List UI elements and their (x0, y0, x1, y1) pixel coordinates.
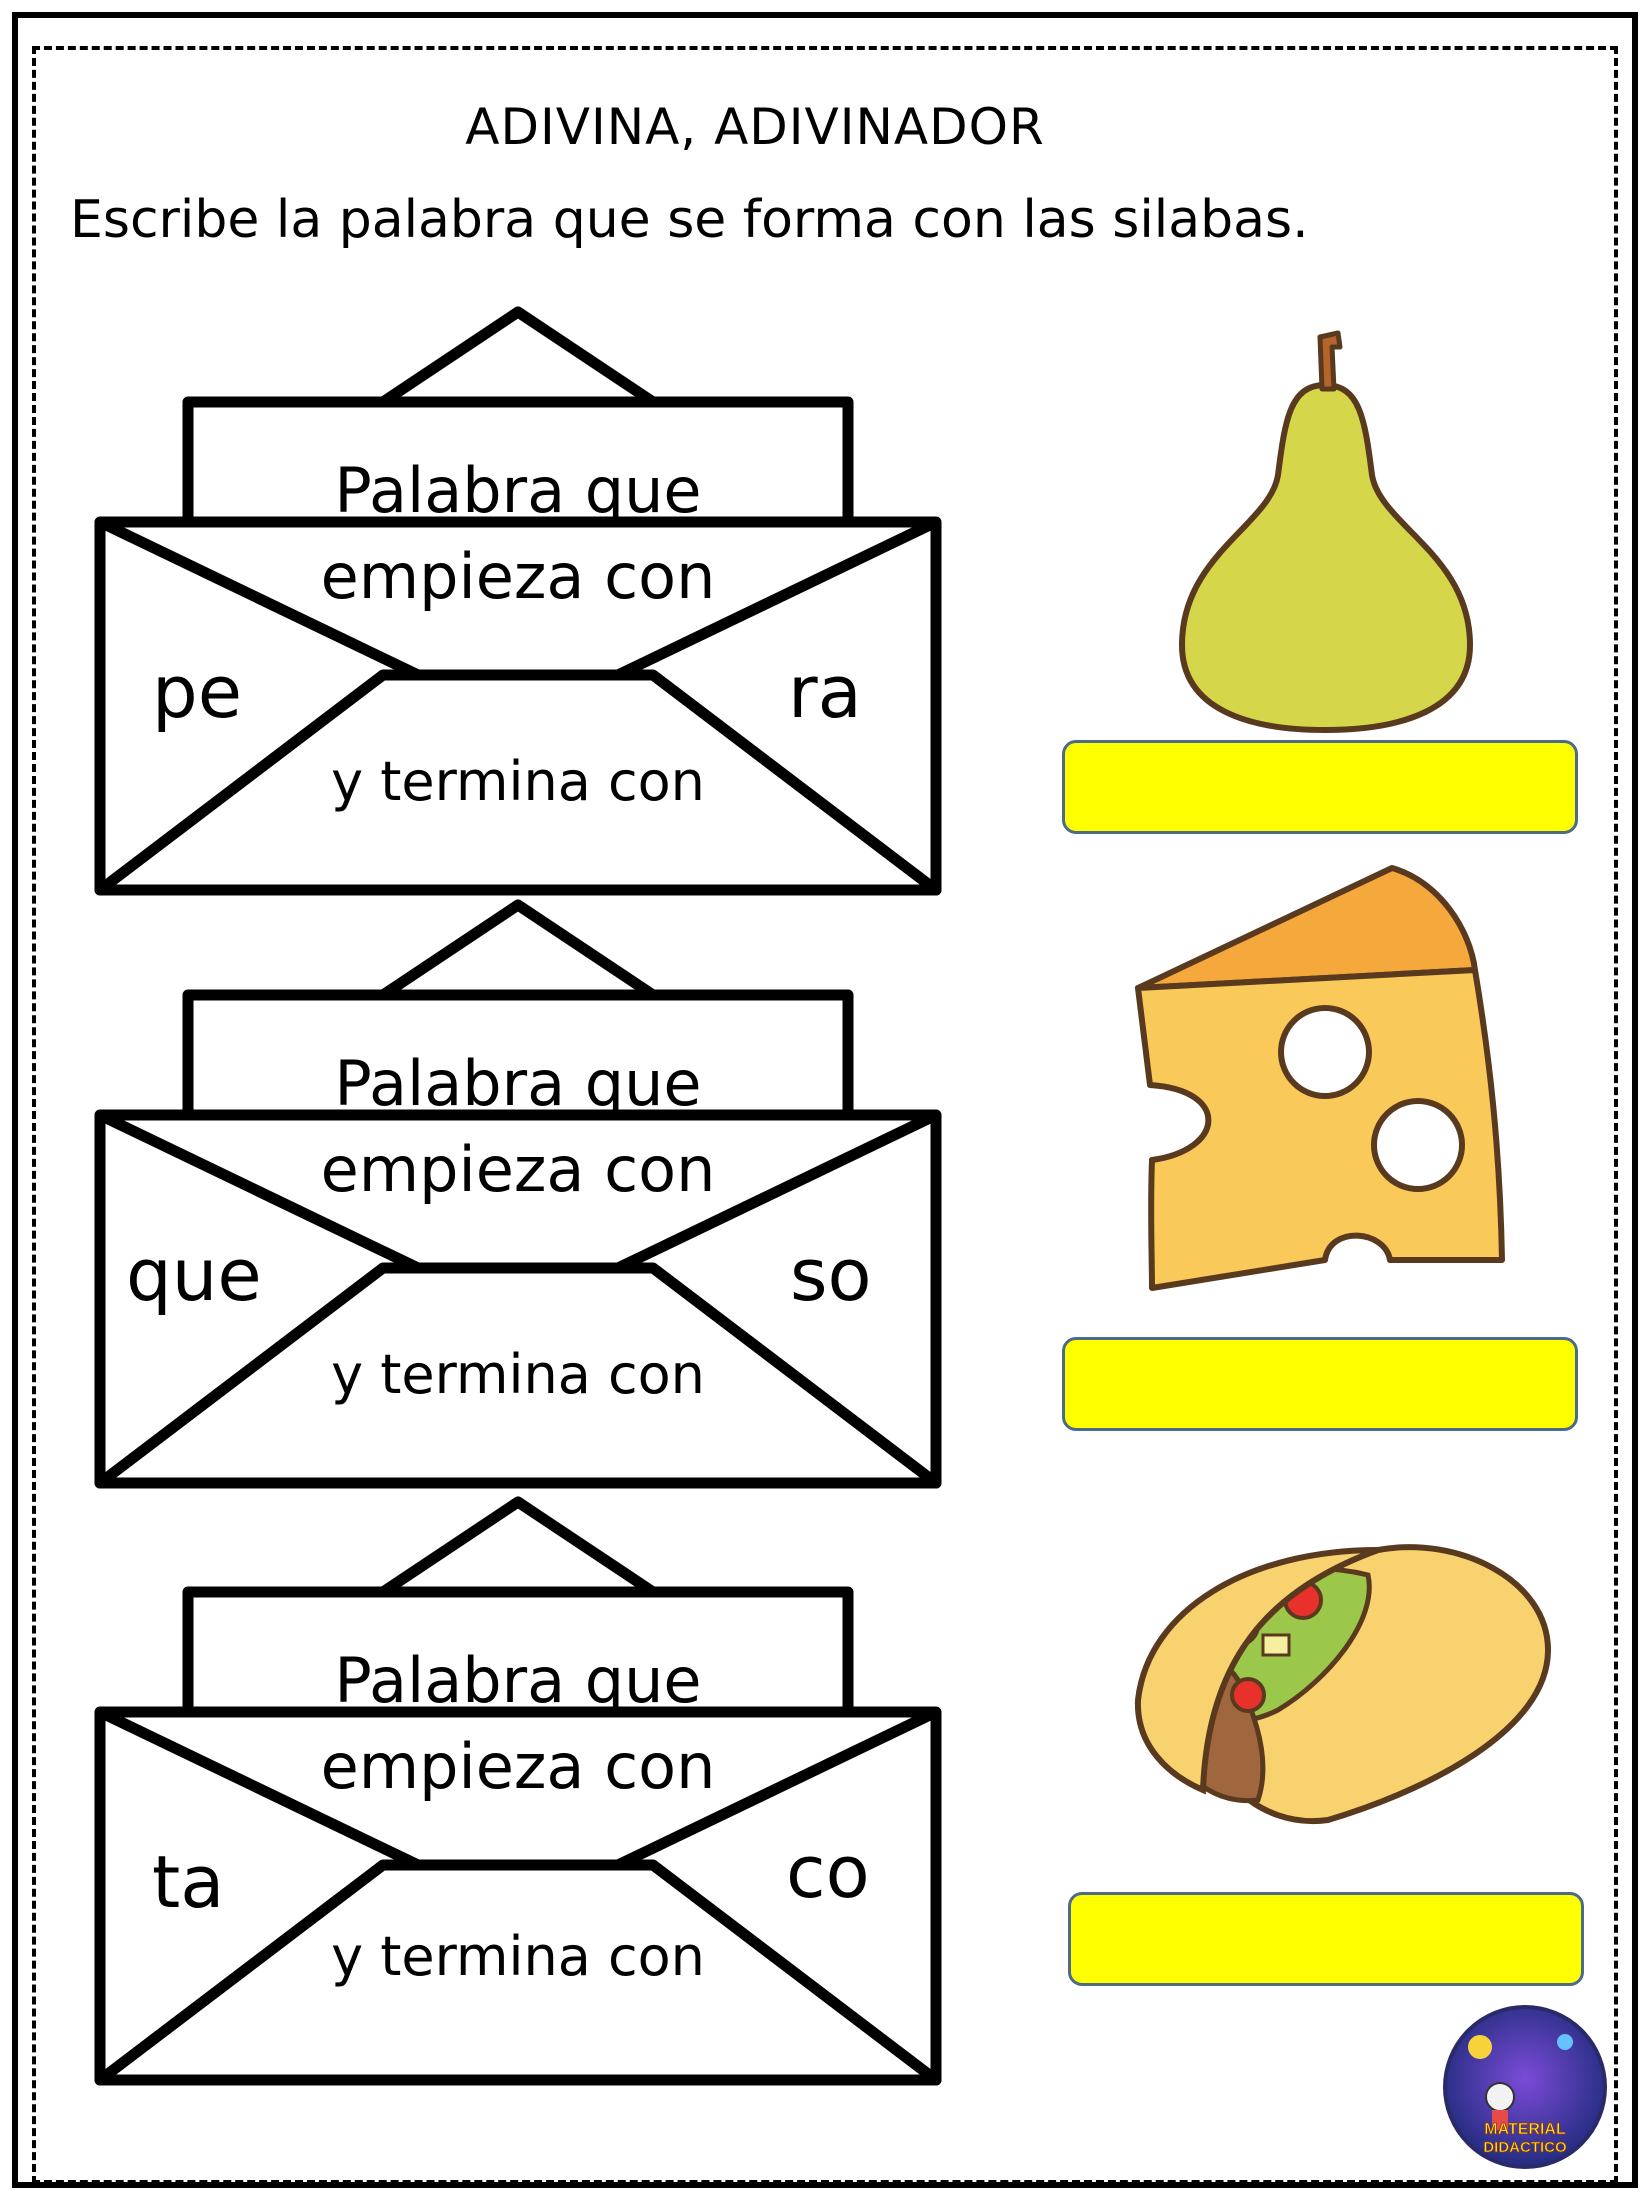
start-syllable: ta (152, 1840, 225, 1924)
envelope-card-2: Palabra que empieza con que so y termina… (88, 893, 948, 1493)
worksheet-title: ADIVINA, ADIVINADOR (465, 98, 1045, 156)
letter-line-1: Palabra que (334, 1644, 702, 1717)
end-syllable: co (786, 1830, 870, 1914)
envelope-card-3: Palabra que empieza con ta co y termina … (88, 1490, 948, 2090)
taco-icon (1128, 1530, 1558, 1834)
end-syllable: so (790, 1233, 872, 1317)
cheese-icon (1130, 860, 1550, 1304)
envelope-icon (94, 1496, 942, 2086)
letter-line-2: empieza con (320, 1133, 716, 1206)
pear-icon (1170, 325, 1480, 739)
svg-text:MATERIAL: MATERIAL (1484, 2121, 1566, 2138)
ends-label: y termina con (331, 1343, 705, 1406)
start-syllable: pe (152, 650, 242, 734)
page-border-outer (12, 12, 1638, 2188)
answer-box-3[interactable] (1068, 1892, 1584, 1986)
letter-line-1: Palabra que (334, 1047, 702, 1120)
answer-box-2[interactable] (1062, 1337, 1578, 1431)
answer-box-1[interactable] (1062, 740, 1578, 834)
svg-text:DIDACTICO: DIDACTICO (1483, 2139, 1567, 2156)
end-syllable: ra (788, 650, 862, 734)
letter-line-1: Palabra que (334, 454, 702, 527)
envelope-icon (94, 899, 942, 1489)
start-syllable: que (126, 1233, 262, 1317)
page-border-dashed (32, 46, 1618, 2184)
envelope-card-1: Palabra que empieza con pe ra y termina … (88, 300, 948, 900)
envelope-icon (94, 306, 942, 896)
ends-label: y termina con (331, 1925, 705, 1988)
letter-line-2: empieza con (320, 540, 716, 613)
worksheet-instruction: Escribe la palabra que se forma con las … (70, 190, 1309, 250)
material-didactico-logo: MATERIAL DIDACTICO (1440, 2002, 1610, 2176)
letter-line-2: empieza con (320, 1730, 716, 1803)
ends-label: y termina con (331, 750, 705, 813)
